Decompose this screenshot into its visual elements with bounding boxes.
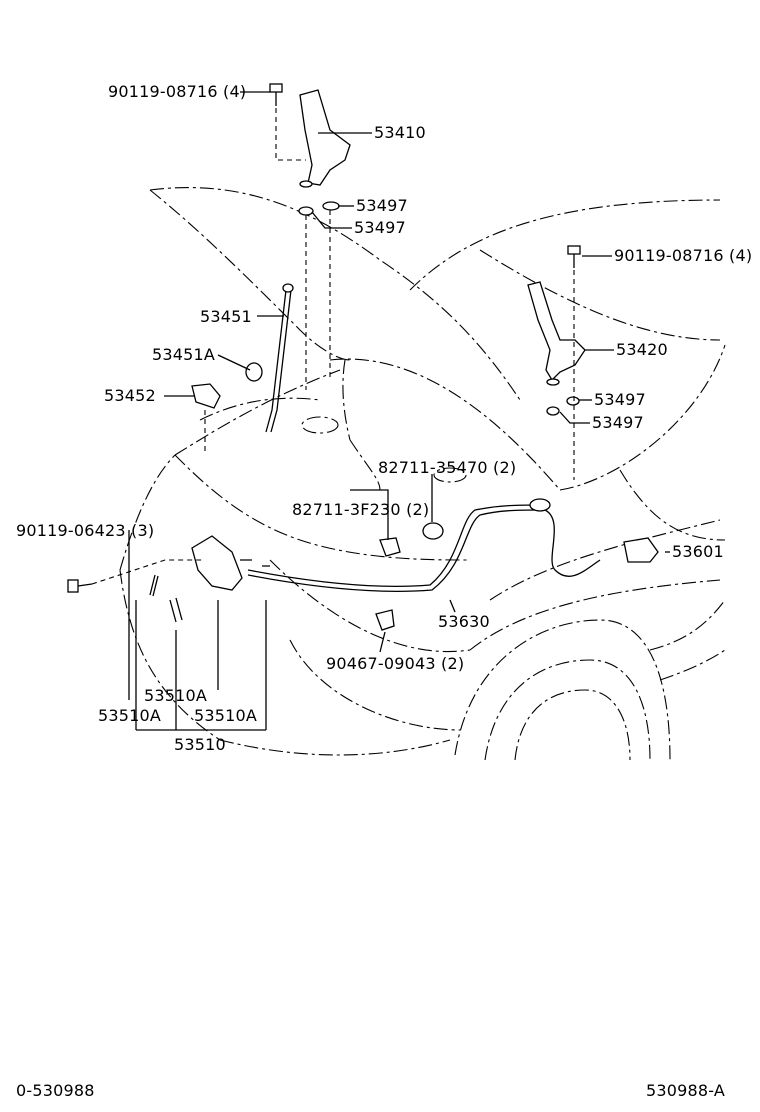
label-rod-clip: 53452 [104, 386, 156, 405]
label-grommet-1: 82711-35470 (2) [378, 458, 517, 477]
footer-left-code: 0-530988 [16, 1081, 95, 1100]
car-body-outline [119, 187, 726, 761]
label-release-lever: 53601 [672, 542, 724, 561]
label-hinge-right: 53420 [616, 340, 668, 359]
label-hinge-left: 53410 [374, 123, 426, 142]
leader-lines [128, 91, 670, 731]
support-rod-shape [191, 283, 294, 433]
label-washer-c: 53497 [594, 390, 646, 409]
label-grommet-2: 82711-3F230 (2) [292, 500, 430, 519]
label-hood-lock: 53510 [174, 735, 226, 754]
label-washer-a: 53497 [356, 196, 408, 215]
hood-lock-shape [149, 535, 270, 623]
label-release-cable: 53630 [438, 612, 490, 631]
label-rod-holder: 53451A [152, 345, 216, 364]
release-cable-shape [247, 498, 659, 631]
label-bolt-hinge-right: 90119-08716 (4) [614, 246, 753, 265]
label-washer-d: 53497 [592, 413, 644, 432]
label-clamp: 90467-09043 (2) [326, 654, 465, 673]
hinge-right-shape [527, 281, 586, 416]
label-bolt-lock: 90119-06423 (3) [16, 521, 155, 540]
bolt-icons [67, 83, 581, 593]
label-support-rod: 53451 [200, 307, 252, 326]
label-bolt-hinge-left: 90119-08716 (4) [108, 82, 247, 101]
hinge-left-shape [298, 89, 351, 216]
label-washer-b: 53497 [354, 218, 406, 237]
label-spring-a: 53510A [144, 686, 208, 705]
label-spring-c: 53510A [194, 706, 258, 725]
label-spring-b: 53510A [98, 706, 162, 725]
alignment-lines [91, 108, 575, 585]
footer-right-code: 530988-A [646, 1081, 726, 1100]
